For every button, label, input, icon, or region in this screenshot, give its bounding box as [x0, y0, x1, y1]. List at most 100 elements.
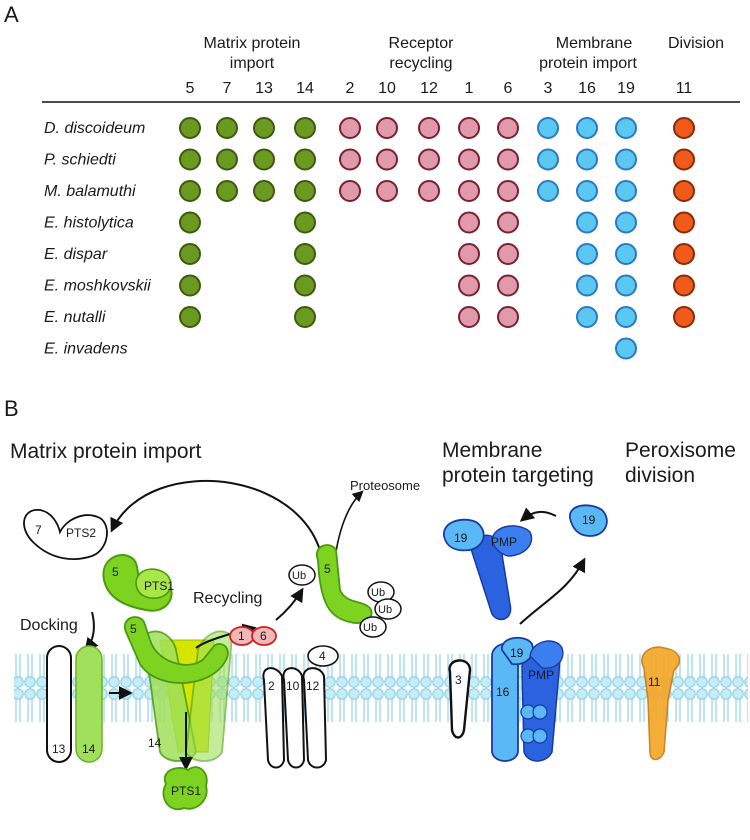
presence-dot-matrix [179, 180, 201, 202]
ubiquitination-arrow [275, 587, 304, 621]
group-header-recycling-line2: recycling [389, 55, 452, 72]
group-header-division: Division [668, 35, 724, 52]
pmp-label-b: PMP [528, 668, 554, 682]
presence-dot-recycling [497, 211, 519, 234]
ub-label-3: Ub [378, 604, 392, 616]
pex19-label-b: 19 [582, 513, 596, 527]
pex3: 3 [448, 659, 472, 739]
pex2-label: 2 [268, 679, 275, 693]
pex4-label: 4 [319, 649, 326, 663]
presence-dot-recycling [497, 180, 519, 202]
presence-dot-membrane [576, 148, 598, 171]
species-label: E. nutalli [44, 309, 106, 326]
presence-dot-membrane [615, 274, 637, 297]
presence-dot-recycling [497, 306, 519, 328]
presence-dot-matrix [179, 211, 201, 234]
presence-dot-recycling [497, 117, 519, 139]
presence-dot-matrix [179, 306, 201, 328]
presence-dot-membrane [615, 211, 637, 234]
species-label: D. discoideum [44, 120, 145, 137]
ub-label-1: Ub [292, 570, 306, 582]
title-division: division [625, 464, 695, 487]
presence-dot-recycling [497, 243, 519, 265]
panel-a: A Matrix protein import Receptor recycli… [4, 2, 740, 360]
presence-dot-membrane [615, 148, 637, 171]
presence-dot-matrix [216, 117, 238, 139]
presence-dot-recycling [458, 243, 480, 265]
docking-label: Docking [20, 617, 78, 634]
pex5-label-c: 5 [324, 562, 331, 576]
presence-dot-matrix [216, 148, 238, 171]
pex12-label: 12 [306, 679, 320, 693]
column-header-pex13: 13 [255, 80, 273, 97]
presence-dot-matrix [179, 148, 201, 171]
presence-dot-matrix [294, 274, 316, 297]
ub-label-4: Ub [363, 622, 377, 634]
pmp-label-a: PMP [491, 535, 517, 549]
group-headers: Matrix protein import Receptor recycling… [204, 35, 724, 72]
column-header-pex3: 3 [544, 80, 553, 97]
column-header-pex19: 19 [617, 80, 635, 97]
pex14-label-b: 14 [148, 736, 162, 750]
species-label: P. schiedti [44, 152, 116, 169]
pex5-label-b: 5 [130, 622, 137, 636]
presence-dot-membrane [576, 117, 598, 139]
presence-dot-recycling [497, 274, 519, 297]
column-header-pex5: 5 [186, 80, 195, 97]
species-label: E. moshkovskii [44, 278, 151, 295]
panel-b: B Matrix protein import Membrane protein… [4, 396, 748, 811]
presence-dot-matrix [179, 117, 201, 139]
presence-dot-recycling [418, 117, 440, 139]
presence-dot-recycling [418, 180, 440, 202]
presence-dot-recycling [418, 148, 440, 171]
pts1-released: PTS1 [162, 766, 208, 811]
presence-dot-recycling [458, 274, 480, 297]
presence-dot-recycling [339, 180, 361, 202]
group-header-membrane-line1: Membrane [556, 35, 633, 52]
pex19-free: 19 [569, 504, 608, 537]
presence-dot-membrane [576, 180, 598, 202]
presence-dot-recycling [458, 117, 480, 139]
presence-dot-recycling [376, 180, 398, 202]
presence-dot-recycling [458, 211, 480, 234]
column-header-pex2: 2 [346, 80, 355, 97]
column-header-pex1: 1 [465, 80, 474, 97]
presence-dot-membrane [615, 337, 637, 360]
pex19-label-c: 19 [510, 646, 524, 660]
presence-dot-matrix [294, 148, 316, 171]
presence-dot-matrix [294, 117, 316, 139]
group-header-matrix-line1: Matrix protein [204, 35, 301, 52]
pex1-label: 1 [238, 629, 245, 643]
presence-dot-membrane [576, 274, 598, 297]
presence-dot-membrane [576, 211, 598, 234]
presence-dot-matrix [253, 117, 275, 139]
presence-dot-membrane [576, 306, 598, 328]
species-label: E. invadens [44, 341, 128, 358]
presence-dot-matrix [294, 180, 316, 202]
presence-dot-division [673, 148, 695, 171]
pex16-label: 16 [496, 685, 510, 699]
pts1-label-a: PTS1 [144, 579, 174, 593]
presence-dot-membrane [537, 180, 559, 202]
title-protein-targeting: protein targeting [442, 464, 594, 487]
presence-dot-division [673, 243, 695, 265]
presence-dot-recycling [458, 180, 480, 202]
title-peroxisome: Peroxisome [625, 439, 736, 462]
presence-dot-membrane [615, 117, 637, 139]
pex5-pts1-cytosolic: 5 PTS1 [102, 554, 174, 612]
species-label: E. dispar [44, 246, 108, 263]
column-header-pex11: 11 [676, 80, 693, 97]
pex14-label-a: 14 [82, 742, 96, 756]
presence-dot-matrix [253, 148, 275, 171]
panel-a-label: A [4, 2, 19, 27]
species-label: M. balamuthi [44, 183, 136, 200]
lipid-bilayer [14, 636, 748, 722]
presence-dot-division [673, 117, 695, 139]
group-header-matrix-line2: import [230, 55, 275, 72]
proteosome-label: Proteosome [350, 478, 420, 493]
pex19-pmp-cytosolic: 19 PMP [443, 518, 533, 621]
presence-dot-division [673, 306, 695, 328]
cycle-arrow [110, 479, 325, 575]
presence-dot-recycling [339, 117, 361, 139]
